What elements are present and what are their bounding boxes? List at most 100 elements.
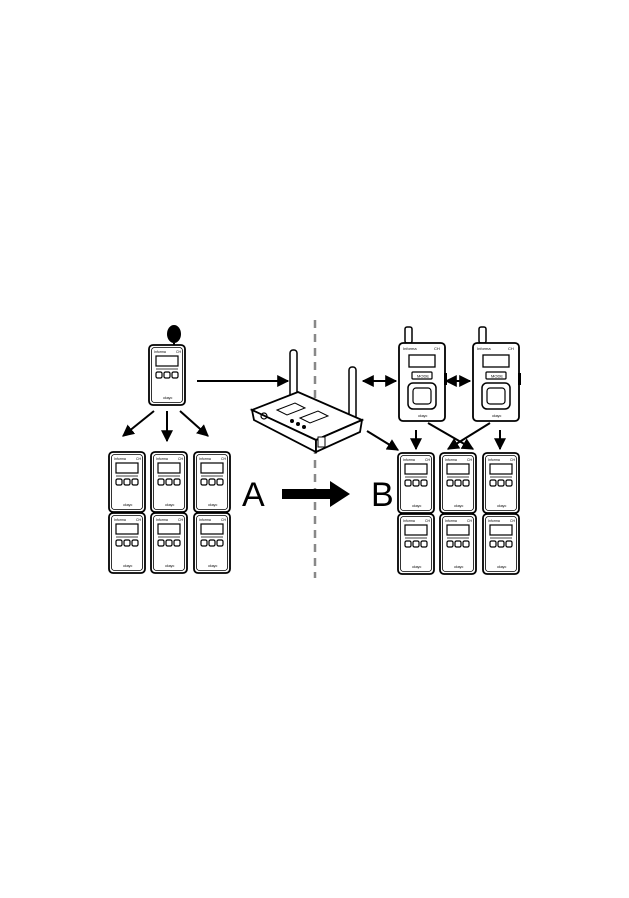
- device-button: [446, 479, 454, 487]
- microphone-icon: [167, 325, 181, 343]
- device-brand-text: okayo: [165, 564, 174, 568]
- device-button: [123, 478, 131, 486]
- arrow-base-to-right-receiver: [366, 430, 400, 451]
- device-screen: [404, 463, 428, 475]
- device-model-text: Informa: [156, 518, 168, 522]
- device-brand-text: okayo: [454, 504, 463, 508]
- device-channel-text: CH: [510, 458, 516, 462]
- transmitter-2: Informa CH MODE okayo: [472, 326, 521, 422]
- transmitter-screen: [482, 354, 510, 368]
- transmitter-mode-button: [485, 371, 507, 380]
- device-button: [497, 479, 505, 487]
- device-brand-text: okayo: [497, 565, 506, 569]
- device-screen: [489, 463, 513, 475]
- device-button: [131, 539, 139, 547]
- device-screen: [155, 355, 179, 367]
- device-button: [165, 539, 173, 547]
- device-model-text: Informa: [199, 518, 211, 522]
- transmitter-channel-text: CH: [508, 346, 514, 351]
- device-button: [462, 540, 470, 548]
- device-channel-text: CH: [425, 519, 431, 523]
- device-channel-text: CH: [510, 519, 516, 523]
- label-b: B: [371, 476, 394, 514]
- device-screen: [446, 463, 470, 475]
- device-model-text: Informa: [445, 458, 457, 462]
- device-button: [131, 478, 139, 486]
- device-button: [489, 540, 497, 548]
- device-brand-text: okayo: [208, 503, 217, 507]
- right-receiver-2: Informa CH okayo: [439, 452, 477, 514]
- transmitter-channel-text: CH: [434, 346, 440, 351]
- device-button: [200, 539, 208, 547]
- device-button: [497, 540, 505, 548]
- arrow-presenter-to-receiver-3: [179, 410, 209, 437]
- left-receiver-5: Informa CH okayo: [150, 512, 188, 574]
- device-model-text: Informa: [488, 458, 500, 462]
- device-button: [505, 479, 513, 487]
- device-button: [157, 539, 165, 547]
- transmitter-brand-text: okayo: [418, 414, 427, 418]
- device-brand-text: okayo: [497, 504, 506, 508]
- device-screen: [446, 524, 470, 536]
- device-model-text: Informa: [199, 457, 211, 461]
- device-screen: [200, 523, 224, 535]
- device-button: [123, 539, 131, 547]
- transmitter-mode-text: MODE: [491, 374, 503, 379]
- transmitter-antenna: [404, 326, 413, 344]
- device-button: [216, 539, 224, 547]
- transmitter-mode-button: [411, 371, 433, 380]
- device-channel-text: CH: [176, 350, 182, 354]
- transmitter-model-text: Informa: [477, 346, 491, 351]
- device-brand-text: okayo: [412, 565, 421, 569]
- device-channel-text: CH: [425, 458, 431, 462]
- device-button: [163, 371, 171, 379]
- device-brand-text: okayo: [454, 565, 463, 569]
- device-button: [216, 478, 224, 486]
- transmitter-brand-text: okayo: [492, 414, 501, 418]
- antenna-right: [348, 366, 357, 420]
- device-button: [489, 479, 497, 487]
- device-channel-text: CH: [178, 457, 184, 461]
- device-button: [165, 478, 173, 486]
- transmitter-antenna: [478, 326, 487, 344]
- device-screen: [115, 523, 139, 535]
- device-button: [420, 479, 428, 487]
- device-button: [505, 540, 513, 548]
- device-screen: [157, 523, 181, 535]
- device-button: [200, 478, 208, 486]
- device-brand-text: okayo: [208, 564, 217, 568]
- device-button: [115, 478, 123, 486]
- device-button: [420, 540, 428, 548]
- device-button: [404, 540, 412, 548]
- arrow-transmitter-1-cross: [427, 422, 475, 450]
- device-button: [157, 478, 165, 486]
- device-screen: [404, 524, 428, 536]
- device-channel-text: CH: [467, 458, 473, 462]
- device-brand-text: okayo: [123, 564, 132, 568]
- device-channel-text: CH: [221, 457, 227, 461]
- device-brand-text: okayo: [165, 503, 174, 507]
- device-button: [155, 371, 163, 379]
- device-button: [173, 539, 181, 547]
- arrow-presenter-to-receiver-1: [122, 410, 155, 437]
- device-channel-text: CH: [178, 518, 184, 522]
- base-station: [249, 349, 365, 454]
- device-button: [171, 371, 179, 379]
- left-receiver-6: Informa CH okayo: [193, 512, 231, 574]
- device-channel-text: CH: [221, 518, 227, 522]
- label-a: A: [242, 476, 265, 514]
- device-button: [115, 539, 123, 547]
- transmitter-mode-text: MODE: [417, 374, 429, 379]
- device-channel-text: CH: [467, 519, 473, 523]
- device-button: [404, 479, 412, 487]
- device-button: [454, 540, 462, 548]
